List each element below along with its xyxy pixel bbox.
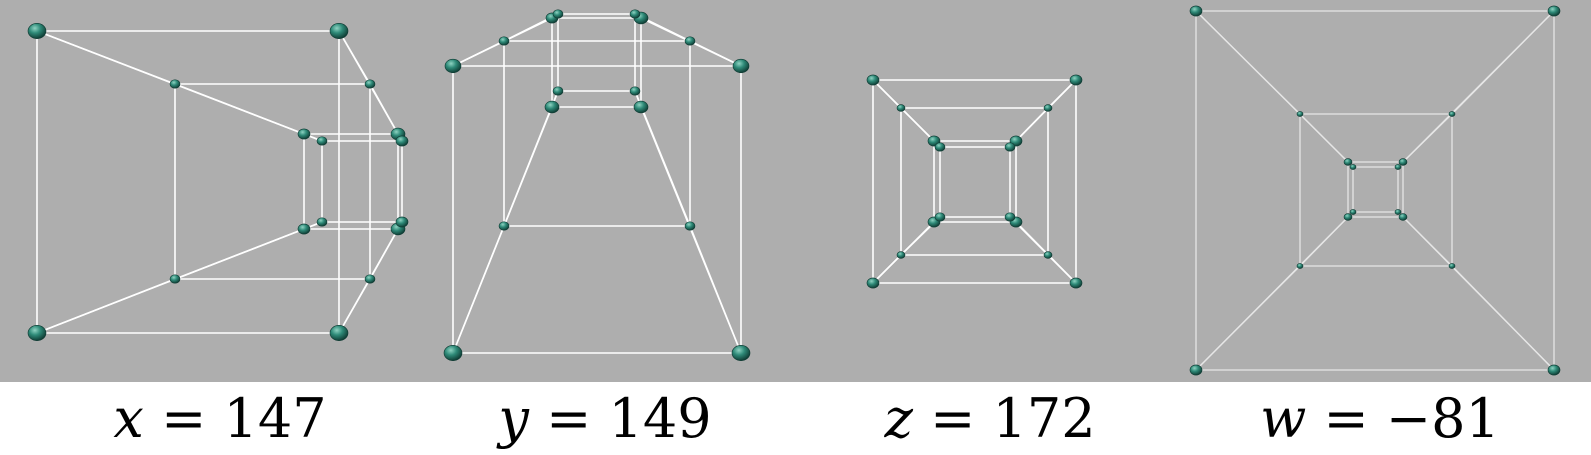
tesseract-vertex — [1004, 142, 1016, 152]
panel-1-equals: = — [161, 387, 207, 450]
tesseract-vertex — [1189, 5, 1203, 17]
tesseract-vertex — [1043, 104, 1053, 112]
panel-1-value: 147 — [223, 387, 327, 450]
tesseract-vertex — [1394, 209, 1402, 215]
tesseract-vertex — [297, 128, 311, 140]
tesseract-vertex — [1398, 158, 1408, 166]
tesseract-vertex — [684, 221, 696, 231]
tesseract-vertex — [395, 216, 409, 228]
panel-4-value: −81 — [1385, 387, 1500, 450]
tesseract-vertex — [1448, 111, 1456, 117]
tesseract-edge — [634, 90, 691, 227]
panel-3-equals: = — [930, 387, 976, 450]
tesseract-vertex — [498, 221, 510, 231]
tesseract-panel-1 — [0, 0, 442, 382]
tesseract-vertex — [395, 135, 409, 147]
panel-1-caption: x = 147 — [0, 386, 440, 452]
tesseract-vertex — [1069, 74, 1083, 86]
panel-3-caption: z = 172 — [770, 386, 1210, 452]
tesseract-vertex — [1296, 263, 1304, 269]
tesseract-edge — [1299, 211, 1354, 267]
tesseract-vertex — [934, 212, 946, 222]
tesseract-vertex — [329, 23, 349, 39]
tesseract-vertex — [27, 23, 47, 39]
tesseract-vertex — [297, 223, 311, 235]
tesseract-vertex — [316, 217, 328, 227]
tesseract-panel-3 — [768, 0, 1179, 382]
panel-2-variable: y — [498, 387, 529, 450]
tesseract-vertex — [896, 251, 906, 259]
panel-3-variable: z — [884, 387, 913, 450]
tesseract-vertex — [364, 274, 376, 284]
tesseract-vertex — [934, 142, 946, 152]
tesseract-vertex — [364, 79, 376, 89]
panel-1-variable: x — [113, 387, 144, 450]
panel-2-value: 149 — [608, 387, 712, 450]
tesseract-edge — [1299, 113, 1354, 168]
tesseract-edge — [174, 83, 323, 142]
panel-4-variable: w — [1260, 387, 1307, 450]
tesseract-edge — [1397, 113, 1453, 168]
tesseract-vertex — [1398, 213, 1408, 221]
tesseract-vertex — [443, 345, 463, 361]
tesseract-vertex — [1004, 212, 1016, 222]
tesseract-vertex — [544, 100, 560, 114]
panel-3-background — [768, 0, 1179, 382]
tesseract-vertex — [1547, 364, 1561, 376]
tesseract-edge — [174, 221, 323, 280]
tesseract-panel-4 — [1179, 0, 1591, 382]
tesseract-panel-2 — [442, 0, 768, 382]
tesseract-vertex — [1069, 277, 1083, 289]
tesseract-vertex — [498, 36, 510, 46]
panel-1-background — [0, 0, 442, 382]
panel-4-equals: = — [1323, 387, 1369, 450]
tesseract-vertex — [1043, 251, 1053, 259]
tesseract-vertex — [1394, 164, 1402, 170]
tesseract-vertex — [866, 74, 880, 86]
tesseract-vertex — [552, 86, 564, 96]
tesseract-vertex — [27, 325, 47, 341]
tesseract-edge — [503, 90, 559, 227]
panel-3-value: 172 — [992, 387, 1096, 450]
tesseract-vertex — [1296, 111, 1304, 117]
tesseract-vertex — [896, 104, 906, 112]
tesseract-vertex — [316, 136, 328, 146]
tesseract-vertex — [629, 9, 641, 19]
tesseract-vertex — [1448, 263, 1456, 269]
tesseract-vertex — [552, 9, 564, 19]
tesseract-vertex — [329, 325, 349, 341]
tesseract-vertex — [444, 58, 462, 74]
tesseract-vertex — [1343, 158, 1353, 166]
tesseract-vertex — [629, 86, 641, 96]
tesseract-vertex — [169, 274, 181, 284]
panel-2-equals: = — [546, 387, 592, 450]
panel-2-background — [442, 0, 768, 382]
tesseract-vertex — [1349, 209, 1357, 215]
tesseract-vertex — [731, 345, 751, 361]
tesseract-vertex — [1343, 213, 1353, 221]
tesseract-vertex — [1349, 164, 1357, 170]
tesseract-vertex — [169, 79, 181, 89]
tesseract-vertex — [633, 100, 649, 114]
tesseract-vertex — [732, 58, 750, 74]
tesseract-vertex — [1189, 364, 1203, 376]
tesseract-edge — [1397, 211, 1453, 267]
tesseract-vertex — [866, 277, 880, 289]
panel-2-caption: y = 149 — [385, 386, 825, 452]
tesseract-vertex — [684, 36, 696, 46]
tesseract-vertex — [1547, 5, 1561, 17]
panel-4-caption: w = −81 — [1160, 386, 1591, 452]
